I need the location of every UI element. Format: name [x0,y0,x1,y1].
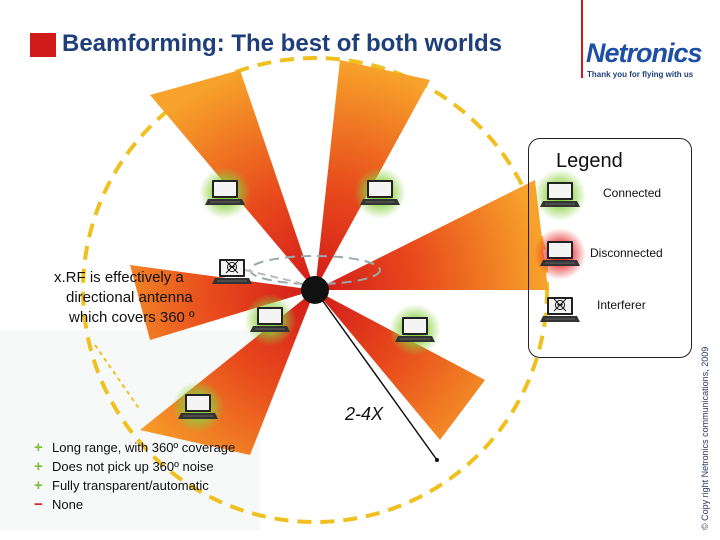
feature-list: + Long range, with 360º coverage + Does … [34,438,235,514]
feature-item: + Long range, with 360º coverage [34,438,235,457]
node-laptop [172,381,224,433]
plus-icon: + [34,477,43,494]
beam-sector [315,290,485,440]
legend-label-connected: Connected [603,186,662,200]
access-point-icon [301,276,329,304]
feature-text: Fully transparent/automatic [52,478,209,493]
page-title: Beamforming: The best of both worlds [62,30,503,57]
logo-tagline: Thank you for flying with us [587,70,694,79]
legend-label-interferer: Interferer [597,298,646,312]
copyright-notice: © Copy right Netronics communications, 2… [700,346,710,530]
plus-icon: + [34,439,43,456]
legend-label-disconnected: Disconnected [590,246,663,260]
description-line: which covers 360 º [69,309,195,326]
legend-disconnected-icon [534,228,586,280]
diagram-description: x.RF is effectively a directional antenn… [40,268,220,328]
null-link-line [244,269,301,284]
node-laptop [199,167,251,219]
company-logo: Netronics [586,38,703,68]
beam-sector [130,265,315,340]
legend-connected-icon [534,169,586,221]
logo-divider [581,0,583,78]
plus-icon: + [34,458,43,475]
range-radius-line [314,289,438,461]
feature-text: Long range, with 360º coverage [52,440,236,455]
description-line: directional antenna [66,289,193,306]
beam-sector [315,180,548,290]
description-line: x.RF is effectively a [54,269,184,286]
node-laptop [354,167,406,219]
minus-icon: − [34,496,43,513]
node-laptop [244,294,296,346]
node-laptop [389,304,441,356]
feature-item: + Fully transparent/automatic [34,476,235,495]
legend-panel [528,138,692,358]
title-bullet [30,33,56,57]
feature-text: Does not pick up 360º noise [52,459,214,474]
range-label: 2-4X [345,404,384,424]
feature-item: − None [34,495,235,514]
range-radius-end [435,458,439,462]
feature-text: None [52,497,84,512]
pointer-arrow [94,344,141,411]
feature-item: + Does not pick up 360º noise [34,457,235,476]
legend-title: Legend [556,150,623,172]
